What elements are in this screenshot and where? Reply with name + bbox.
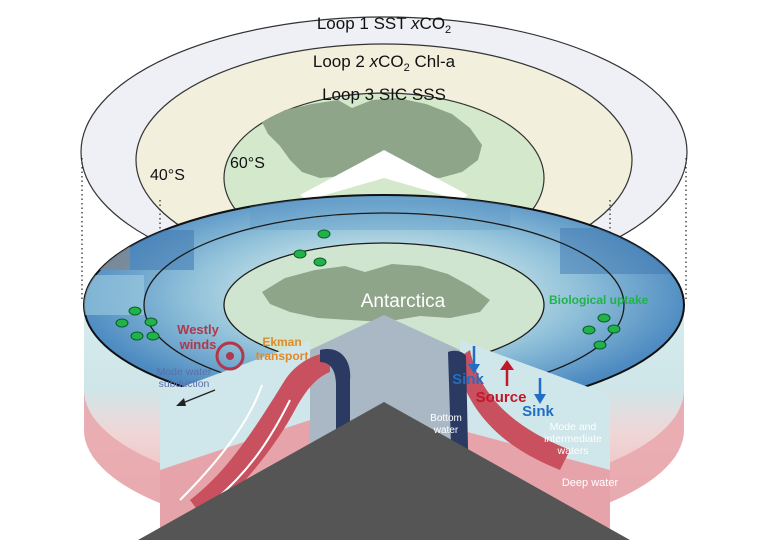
mode-water-subduction-label: Mode water subduction	[157, 366, 212, 390]
bio-dot	[597, 313, 611, 323]
bottom-water-label: Bottom water	[430, 413, 462, 436]
loop-labels: Loop 1 SST xCO2 Loop 2 xCO2 Chl-a Loop 3…	[313, 14, 456, 104]
left-circulation-arrow2	[214, 399, 291, 501]
svg-text:Mode and: Mode and	[550, 421, 597, 433]
bio-dot	[146, 331, 160, 341]
flux-arrows	[468, 346, 546, 404]
subduction-arrowhead	[176, 398, 186, 406]
ekman-transport-label: Ekman transport	[256, 335, 309, 363]
bio-dot	[130, 331, 144, 341]
bio-dot	[313, 257, 327, 267]
right-crimson-band	[455, 350, 570, 470]
svg-text:Bottom: Bottom	[430, 413, 462, 424]
bio-dot	[144, 317, 158, 327]
source-label: Source	[476, 389, 527, 406]
sink-right-label: Sink	[522, 403, 554, 420]
antarctica-map-top	[262, 98, 482, 178]
dark-cone	[138, 402, 630, 540]
bio-dot	[593, 340, 607, 350]
svg-text:Mode water: Mode water	[157, 366, 212, 378]
biological-dots	[115, 229, 621, 350]
source-arrowhead	[500, 360, 514, 370]
lat-60-label: 60°S	[230, 155, 265, 172]
sink-left-arrowhead	[468, 364, 480, 374]
left-circulation	[190, 352, 330, 520]
bio-dot	[582, 325, 596, 335]
antarctica-label: Antarctica	[361, 291, 446, 312]
svg-text:intermediate: intermediate	[544, 433, 602, 445]
bio-dot	[115, 318, 129, 328]
svg-text:winds: winds	[179, 337, 217, 352]
bio-dot	[607, 324, 621, 334]
bio-dot	[293, 249, 307, 259]
svg-text:subduction: subduction	[159, 378, 210, 390]
bio-dot	[128, 306, 142, 316]
biological-uptake-label: Biological uptake	[549, 293, 649, 307]
loop3-label: Loop 3 SIC SSS	[322, 85, 446, 104]
westly-winds-symbol	[215, 341, 245, 371]
westly-winds-label: Westly winds	[177, 322, 219, 352]
svg-text:Ekman: Ekman	[262, 335, 301, 349]
loop2-label: Loop 2 xCO2 Chl-a	[313, 52, 456, 74]
deep-water-label: Deep water	[562, 477, 619, 489]
svg-text:water: water	[433, 425, 459, 436]
lat-40-label: 40°S	[150, 167, 185, 184]
bio-dot	[317, 229, 331, 239]
svg-text:transport: transport	[256, 349, 309, 363]
svg-text:Westly: Westly	[177, 322, 219, 337]
left-circulation-arrow	[179, 384, 263, 501]
subduction-arrow	[179, 389, 216, 405]
mode-intermediate-label: Mode and intermediate waters	[544, 421, 602, 457]
loop1-label: Loop 1 SST xCO2	[317, 14, 451, 36]
sink-right-arrowhead	[534, 394, 546, 404]
disk-notch	[300, 150, 468, 200]
svg-text:waters: waters	[557, 445, 589, 457]
antarctica-map-surface	[262, 264, 490, 322]
sink-left-label: Sink	[452, 371, 484, 388]
